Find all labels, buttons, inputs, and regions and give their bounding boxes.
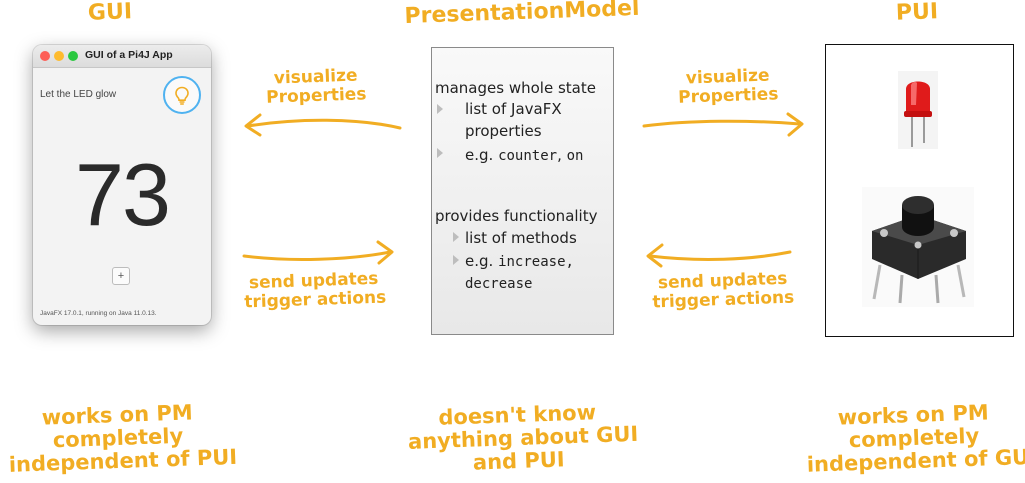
gui-bottom-note: works on PM completely independent of PU… — [7, 400, 238, 477]
window-title: GUI of a Pi4J App — [85, 49, 173, 61]
minimize-window-button[interactable] — [54, 51, 64, 61]
version-footer: JavaFX 17.0.1, running on Java 11.0.13. — [40, 310, 157, 317]
pui-bottom-note: works on PM completely independent of GU… — [805, 400, 1025, 477]
pui-box — [825, 44, 1014, 337]
close-window-button[interactable] — [40, 51, 50, 61]
caption-line: trigger actions — [244, 287, 387, 313]
push-button-image — [862, 187, 974, 307]
pm-bottom-note: doesn't know anything about GUI and PUI — [407, 400, 639, 477]
state-item-example: e.g. counter, on — [465, 144, 583, 167]
left-top-caption: visualize Properties — [255, 66, 376, 108]
func-item-list: list of methods — [465, 229, 577, 247]
pui-heading: PUI — [895, 0, 939, 26]
state-item-list-cont: properties — [465, 122, 542, 140]
window-titlebar: GUI of a Pi4J App — [33, 45, 211, 68]
maximize-window-button[interactable] — [68, 51, 78, 61]
left-bottom-caption: send updates trigger actions — [243, 269, 387, 313]
right-bottom-caption: send updates trigger actions — [649, 269, 796, 313]
red-led-image — [898, 71, 938, 149]
left-arrow-to-pm — [242, 240, 394, 265]
example-prefix: e.g. — [465, 146, 499, 164]
note-line: independent of PUI — [8, 444, 238, 477]
example-prefix: e.g. — [465, 252, 499, 270]
led-label: Let the LED glow — [40, 89, 117, 100]
gui-window: GUI of a Pi4J App Let the LED glow 73 + … — [33, 45, 211, 325]
bullet-icon — [453, 255, 459, 265]
lightbulb-icon — [175, 86, 189, 105]
right-arrow-to-pm — [646, 243, 792, 268]
bullet-icon — [437, 104, 443, 114]
bullet-icon — [437, 148, 443, 158]
code-increase: increase, — [498, 254, 574, 270]
section-title-functionality: provides functionality — [435, 207, 598, 225]
pm-heading: PresentationModel — [404, 0, 640, 30]
caption-line: Properties — [677, 84, 779, 108]
increase-button[interactable]: + — [112, 267, 130, 285]
section-title-state: manages whole state — [435, 79, 596, 97]
func-item-example: e.g. increase, — [465, 250, 574, 273]
bullet-icon — [453, 232, 459, 242]
note-line: independent of GUI — [806, 444, 1025, 477]
code-counter: counter — [498, 148, 558, 164]
caption-line: Properties — [265, 84, 367, 108]
gui-heading: GUI — [87, 0, 133, 26]
code-decrease: decrease — [465, 276, 533, 292]
example-sep: , — [557, 146, 567, 164]
left-arrow-to-gui — [244, 113, 402, 137]
right-top-caption: visualize Properties — [667, 66, 788, 108]
right-arrow-to-pui — [642, 112, 804, 137]
state-item-list: list of JavaFX — [465, 100, 562, 118]
presentation-model-box: manages whole state list of JavaFX prope… — [431, 47, 614, 335]
counter-display: 73 — [75, 145, 171, 244]
led-toggle-button[interactable] — [163, 76, 201, 114]
code-on: on — [566, 148, 584, 164]
caption-line: trigger actions — [652, 287, 795, 313]
